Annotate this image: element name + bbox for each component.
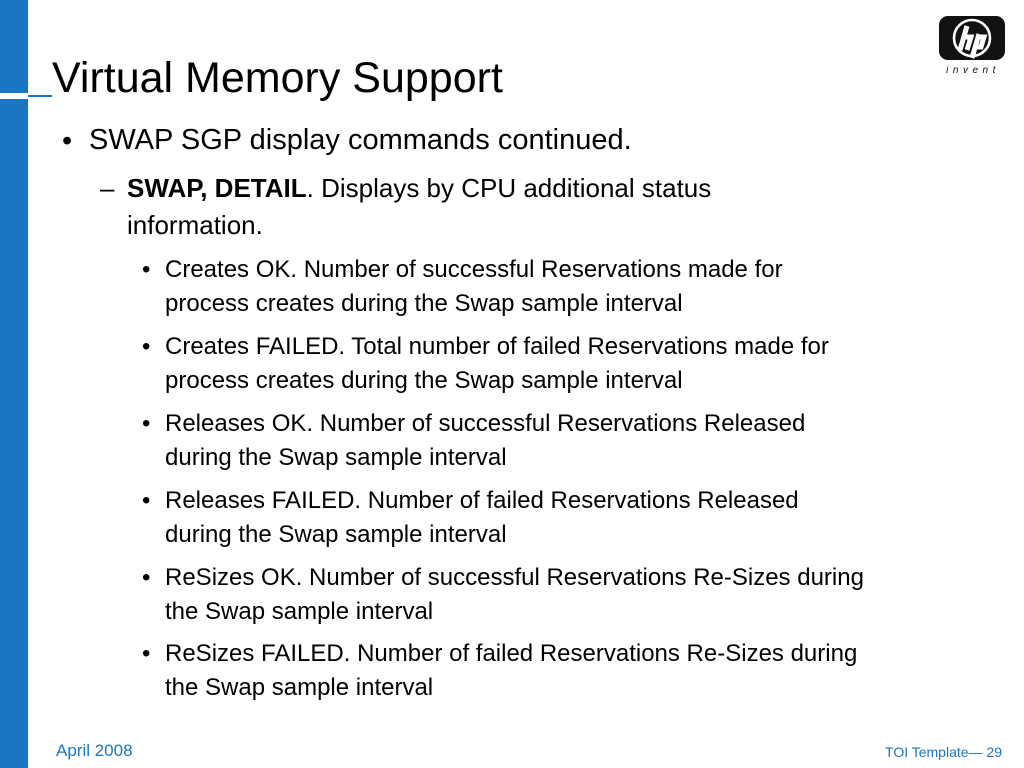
list-item-resizes-ok-line2: the Swap sample interval [165, 598, 434, 625]
bullet-level2-bold-term: SWAP, DETAIL [127, 173, 307, 203]
bullet-marker-level3: • [142, 487, 151, 514]
list-item-releases-ok-line2: during the Swap sample interval [165, 444, 507, 471]
bullet-marker-level3: • [142, 410, 151, 437]
footer-template-page: TOI Template— 29 [885, 744, 1002, 760]
bullet-marker-level1: • [62, 125, 73, 157]
list-item-releases-ok-line1: Releases OK. Number of successful Reserv… [165, 410, 806, 437]
left-accent-bar-bottom [0, 99, 28, 768]
slide-title: Virtual Memory Support [52, 54, 503, 102]
left-accent-bar-top [0, 0, 28, 93]
bullet-marker-level3: • [142, 564, 151, 591]
bullet-marker-level3: • [142, 640, 151, 667]
bullet-level2-line1: SWAP, DETAIL. Displays by CPU additional… [127, 170, 711, 206]
hp-logo-icon [952, 18, 992, 59]
bullet-level1-text: SWAP SGP display commands continued. [89, 124, 632, 156]
bullet-level2-line2: information. [127, 210, 263, 240]
bullet-marker-level3: • [142, 256, 151, 283]
list-item-creates-failed-line1: Creates FAILED. Total number of failed R… [165, 333, 829, 360]
footer-date: April 2008 [56, 741, 133, 760]
dash-marker-level2: – [100, 173, 115, 203]
list-item-releases-failed-line1: Releases FAILED. Number of failed Reserv… [165, 487, 799, 514]
hp-logo-mark [939, 16, 1005, 60]
list-item-creates-failed-line2: process creates during the Swap sample i… [165, 367, 683, 394]
list-item-releases-failed-line2: during the Swap sample interval [165, 521, 507, 548]
hp-logo-tagline: invent [946, 65, 1000, 76]
bullet-marker-level3: • [142, 333, 151, 360]
list-item-resizes-ok-line1: ReSizes OK. Number of successful Reserva… [165, 564, 864, 591]
title-rule [28, 95, 52, 97]
hp-logo: invent [938, 16, 1008, 78]
bullet-level2-description: . Displays by CPU additional status [306, 173, 712, 203]
list-item-creates-ok-line1: Creates OK. Number of successful Reserva… [165, 256, 783, 283]
list-item-resizes-failed-line1: ReSizes FAILED. Number of failed Reserva… [165, 640, 858, 667]
list-item-creates-ok-line2: process creates during the Swap sample i… [165, 290, 683, 317]
left-accent-bar-gap [0, 93, 28, 99]
list-item-resizes-failed-line2: the Swap sample interval [165, 674, 434, 701]
